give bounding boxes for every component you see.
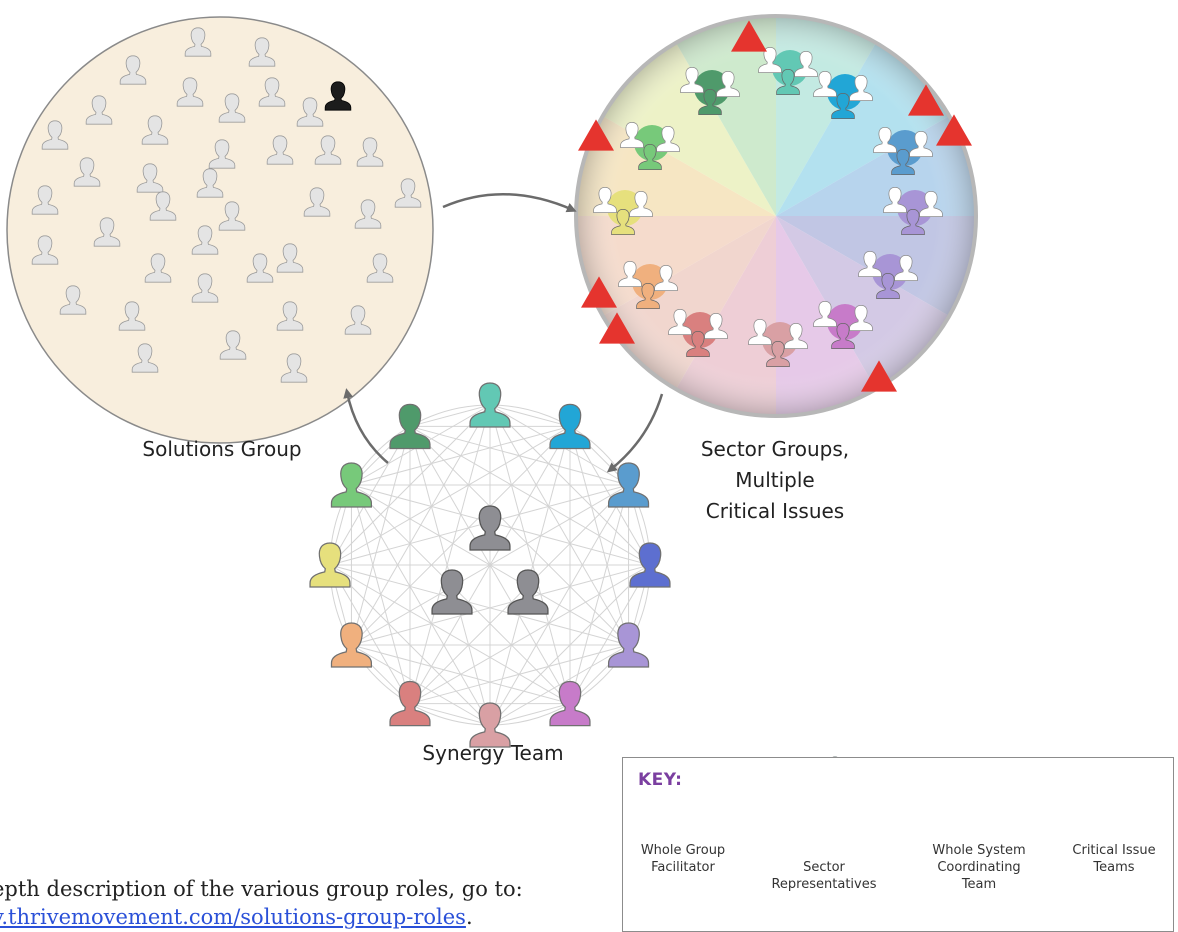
- key-label-line: Team: [961, 877, 997, 892]
- triangle-icon: [578, 119, 614, 151]
- network-link: [409, 703, 491, 726]
- sector-group-dot: [607, 190, 643, 226]
- key-title: KEY:: [638, 770, 683, 790]
- triangle-icon: [861, 360, 897, 392]
- sector-group-dot: [827, 74, 863, 110]
- network-link: [329, 564, 411, 704]
- coordinator-person-icon: [469, 505, 511, 551]
- caption-synergy-team: Synergy Team: [422, 741, 564, 765]
- coordinator-person-icon: [431, 569, 473, 615]
- caption-line: Multiple: [735, 468, 815, 492]
- sector-representative-icon: [469, 382, 511, 428]
- sector-group-dot: [682, 312, 718, 348]
- key-label-line: Critical Issue: [1072, 843, 1156, 858]
- sector-group-dot: [827, 304, 863, 340]
- sector-group-dot: [632, 264, 668, 300]
- critical-issue-markers: [578, 20, 972, 392]
- network-link: [489, 404, 571, 704]
- caption-solutions-group: Solutions Group: [142, 437, 302, 461]
- arrow-solutions-to-sectors-icon: [442, 193, 577, 213]
- key-label-line: Representatives: [771, 877, 877, 892]
- network-link: [329, 564, 491, 726]
- network-link: [329, 564, 571, 704]
- sector-group-dot: [694, 70, 730, 106]
- coordinator-person-icon: [507, 569, 549, 615]
- solutions-group-circle: [6, 16, 434, 444]
- triangle-icon: [908, 84, 944, 116]
- network-link: [409, 484, 629, 704]
- network-link: [489, 644, 629, 726]
- key-label-line: Whole System: [932, 843, 1026, 858]
- network-link: [409, 404, 491, 704]
- triangle-icon: [731, 20, 767, 52]
- triangle-icon: [936, 114, 972, 146]
- sector-group-dot: [762, 322, 798, 358]
- network-link: [351, 564, 651, 646]
- sector-groups-wheel: [574, 14, 978, 418]
- caption-sector-groups: Sector Groups, Multiple Critical Issues: [655, 434, 895, 527]
- key-label-critical-issue-teams: Critical Issue Teams: [1059, 842, 1169, 876]
- sector-group-dot: [897, 190, 933, 226]
- key-label-whole-group-facilitator: Whole Group Facilitator: [623, 842, 743, 876]
- network-link: [351, 644, 491, 726]
- sector-group-dot: [887, 130, 923, 166]
- caption-line: Sector Groups,: [700, 437, 850, 461]
- network-link: [489, 703, 571, 726]
- footer-link-line: v.thrivemovement.com/solutions-group-rol…: [0, 905, 473, 929]
- key-label-line: Whole Group: [640, 843, 726, 858]
- sector-group-members: [593, 47, 943, 367]
- key-legend: KEY: Whole Group Facilitator Sector Repr…: [622, 757, 1174, 932]
- triangle-icon: [599, 312, 635, 344]
- key-label-line: Teams: [1093, 860, 1135, 875]
- network-link: [409, 426, 629, 646]
- arrow-synergy-to-solutions-icon: [343, 388, 389, 464]
- sector-group-dot: [634, 125, 670, 161]
- network-link: [329, 484, 629, 566]
- key-label-whole-system-coordinating-team: Whole System Coordinating Team: [919, 842, 1039, 893]
- network-link: [351, 484, 491, 726]
- network-link: [351, 425, 571, 486]
- key-label-line: Sector: [803, 860, 845, 875]
- synergy-team-network: [309, 382, 671, 748]
- network-link: [409, 404, 491, 427]
- network-link: [351, 484, 651, 566]
- network-link: [351, 426, 571, 646]
- network-link: [329, 426, 571, 566]
- footer-description: epth description of the various group ro…: [0, 877, 523, 901]
- sector-group-dot: [872, 254, 908, 290]
- key-label-line: Coordinating: [937, 860, 1021, 875]
- caption-line: Critical Issues: [705, 499, 845, 523]
- triangle-icon: [581, 276, 617, 308]
- footer-link-period: .: [465, 905, 473, 929]
- sector-group-dot: [772, 50, 808, 86]
- network-link: [409, 564, 651, 704]
- arrow-sectors-to-synergy-icon: [606, 393, 664, 473]
- network-link: [351, 484, 571, 704]
- footer-link[interactable]: v.thrivemovement.com/solutions-group-rol…: [0, 905, 466, 929]
- network-link: [351, 484, 629, 646]
- key-label-line: Facilitator: [651, 860, 715, 875]
- network-link: [329, 564, 629, 646]
- network-link: [350, 484, 411, 704]
- network-link: [489, 404, 571, 427]
- key-label-sector-representatives: Sector Representatives: [759, 859, 889, 893]
